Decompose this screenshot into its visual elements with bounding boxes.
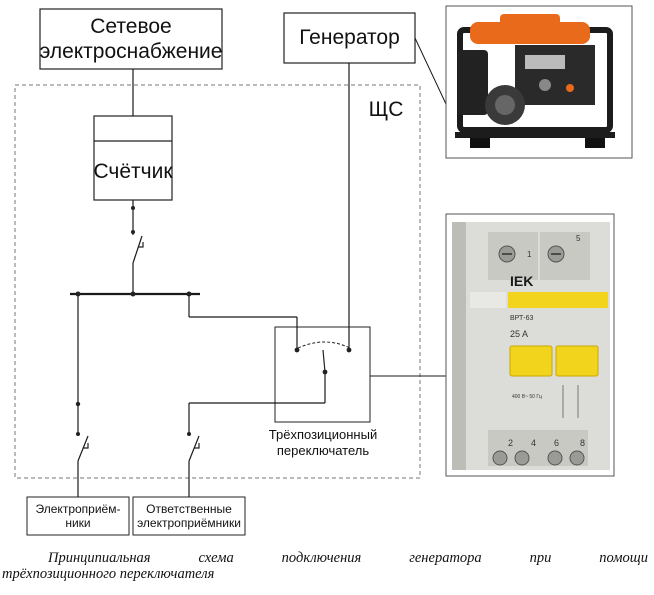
breaker-terminal-2: 2 [508, 438, 513, 448]
switch-label: Трёхпозиционный переключатель [268, 427, 378, 458]
panel-label: ЩС [368, 98, 404, 122]
caption-word: подключения [281, 550, 362, 566]
breaker-terminal-8: 8 [580, 438, 585, 448]
breaker-model: ВРТ-63 [510, 315, 534, 322]
breaker-rating: 25 A [510, 329, 528, 339]
network-supply-label: Сетевое электроснабжение [39, 14, 223, 63]
breaker-brand: IEK [510, 273, 533, 289]
caption-word: генератора [409, 550, 482, 566]
switch-box [274, 326, 371, 423]
breaker-terminal-5: 5 [576, 234, 581, 243]
breaker-spec: 400 В~ 50 Гц [512, 394, 542, 400]
caption-word: Принципиальная [48, 550, 151, 566]
critical-consumers-box [132, 496, 246, 536]
breaker-terminal-4: 4 [531, 438, 536, 448]
caption-line-2: трёхпозиционного переключателя [2, 566, 215, 582]
junctions [75, 206, 192, 436]
meter-label: Счётчик [93, 160, 173, 184]
breaker-photo [445, 213, 615, 477]
consumers-label: Электроприём-ники [35, 501, 121, 530]
critical-consumers-label: Ответственные электроприёмники [137, 501, 241, 530]
panel-boundary [14, 84, 421, 479]
caption-word: помощи [599, 550, 648, 566]
caption-word: при [529, 550, 552, 566]
figure-caption: Принципиальная схема подключения генерат… [2, 550, 648, 582]
caption-word: схема [198, 550, 234, 566]
generator-box [283, 12, 416, 64]
breaker-terminal-6: 6 [554, 438, 559, 448]
consumers-box [26, 496, 130, 536]
network-box [39, 8, 223, 70]
three-position-switch [294, 341, 352, 375]
generator-label: Генератор [299, 26, 400, 50]
breaker-terminal-1: 1 [527, 250, 532, 259]
generator-photo [445, 5, 633, 159]
